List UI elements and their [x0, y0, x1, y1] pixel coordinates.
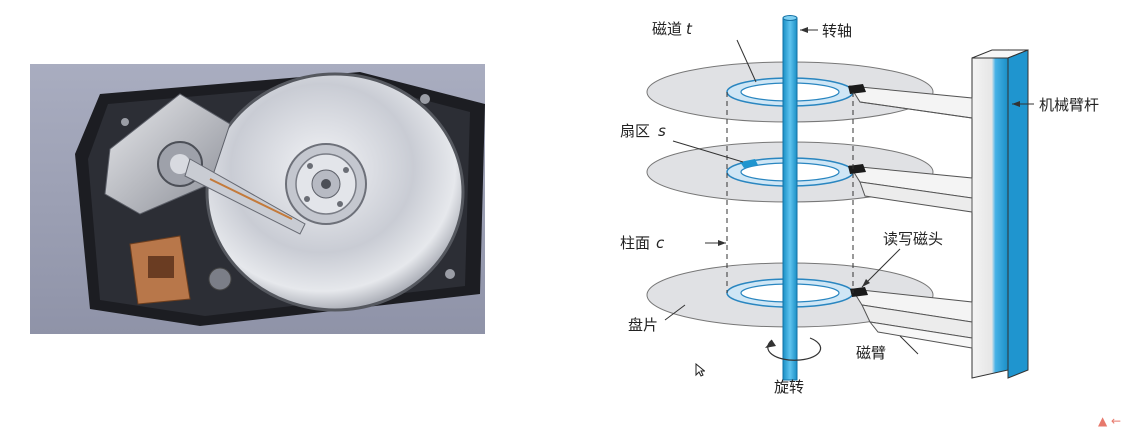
disk-arm-middle — [848, 164, 973, 213]
spindle-label: 转轴 — [822, 22, 852, 40]
disk-arm-bottom — [850, 287, 973, 349]
platter-label: 盘片 — [628, 316, 658, 334]
hard-drive-illustration — [30, 64, 485, 334]
disk-arm-label: 磁臂 — [856, 344, 886, 362]
spindle-shaft — [782, 17, 798, 381]
sector-highlight — [740, 159, 758, 168]
arm-assembly-label: 机械臂杆 — [1039, 96, 1099, 114]
mouse-pointer-icon — [695, 363, 705, 377]
rw-head-label: 读写磁头 — [883, 230, 943, 248]
hard-drive-photo — [30, 64, 485, 334]
arm-assembly-column — [971, 49, 1029, 379]
rotation-arrow-icon — [767, 337, 822, 361]
rotation-label: 旋转 — [774, 378, 804, 396]
nav-arrow-icon[interactable]: ▲ ← — [1098, 414, 1122, 428]
disk-arm-top — [848, 84, 973, 119]
